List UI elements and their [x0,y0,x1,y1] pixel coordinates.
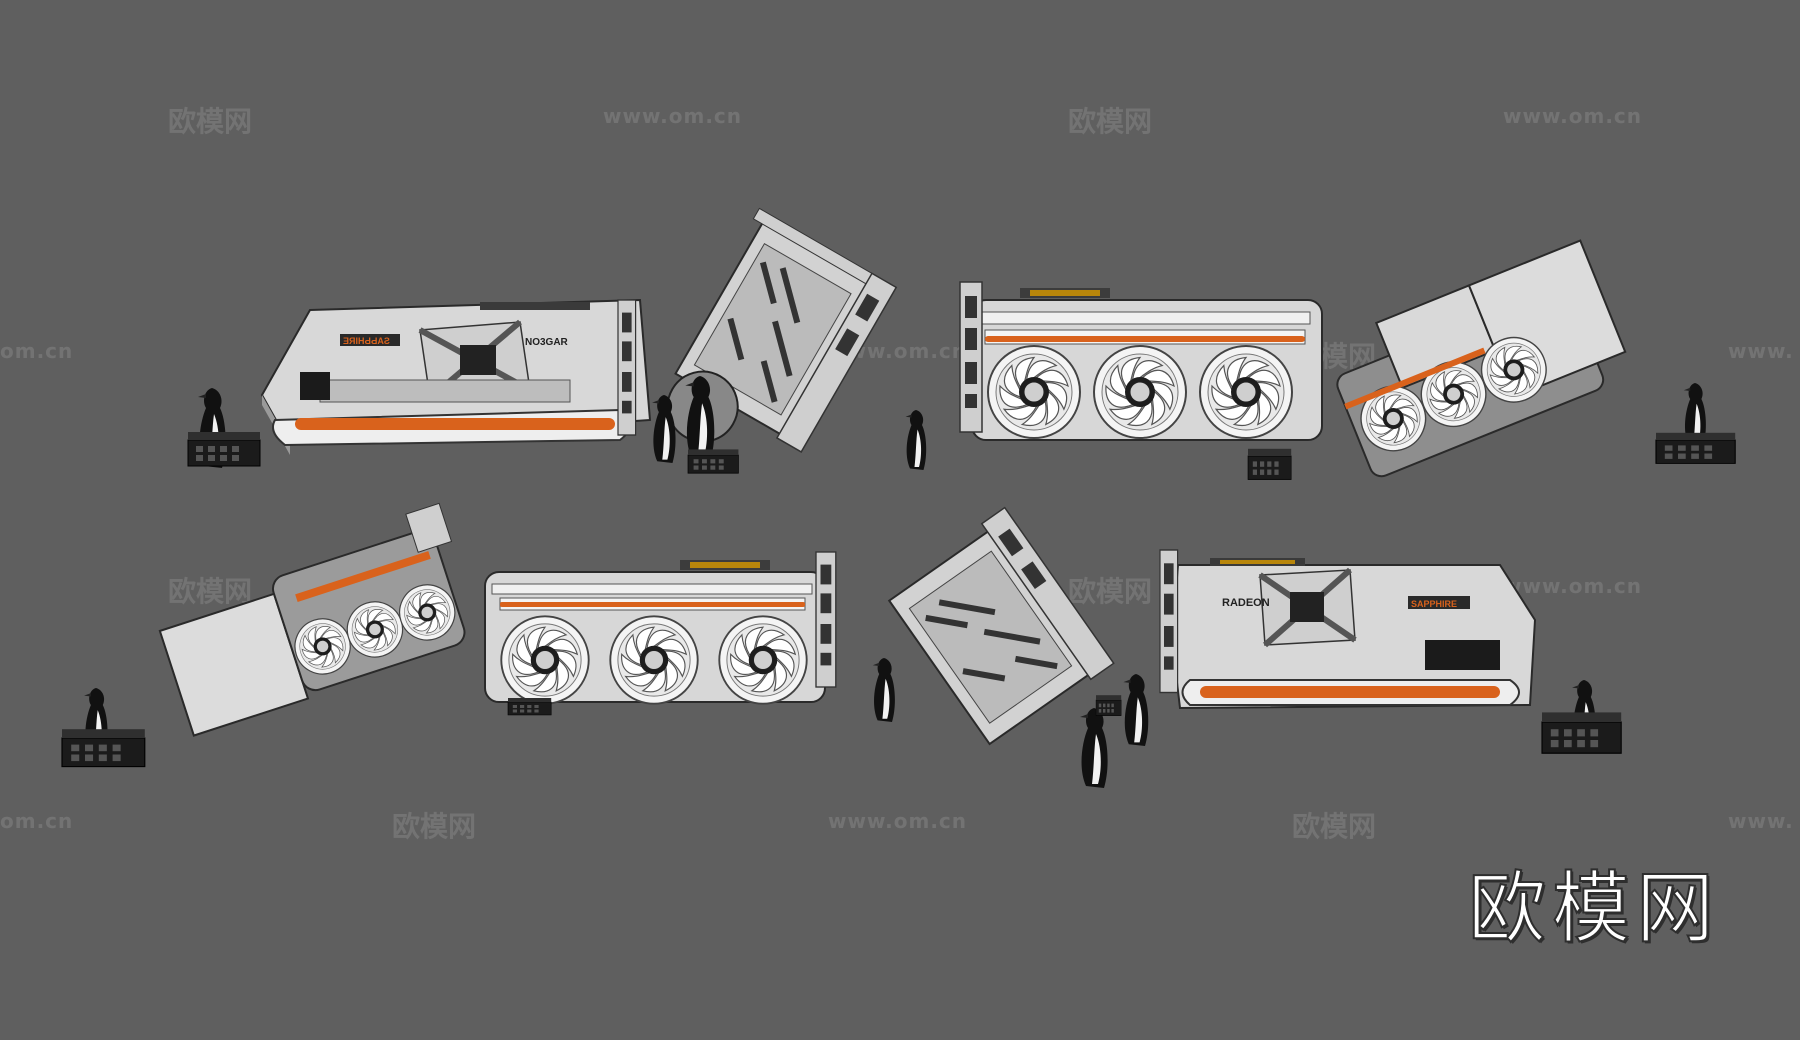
gpu-card-tilted-2 [158,502,466,737]
gpu-core-window [1290,592,1324,622]
fan-icon [609,615,699,705]
power-connector-7 [1095,694,1122,716]
orange-light-strip [985,336,1305,342]
card-label-radeon: RADEON [1222,597,1270,609]
power-connector-8 [1541,711,1622,754]
gpu-card-front-2 [484,551,837,705]
power-connector-1 [187,431,261,467]
card-label-sapphire: SAPPHIRE [1411,599,1457,609]
gpu-card-tilted-1 [1336,239,1627,478]
orange-light-strip [295,418,615,430]
fan-icon [718,615,808,705]
fan-icon [1199,345,1293,439]
gpu-core-window [460,345,496,375]
fan-icon [1093,345,1187,439]
gpu-card-backplate-1: ƎЯIHԀԀAƧ NO3GAR [260,298,652,455]
fan-icon [987,345,1081,439]
power-connector-4 [1655,432,1736,464]
power-connector-6 [507,697,552,716]
card-label-sapphire-mirrored: ƎЯIHԀԀAƧ [343,336,390,346]
penguin-8 [1080,708,1108,788]
power-connector-2 [687,449,739,474]
fan-icon [500,615,590,705]
gpu-card-front-1 [959,281,1323,441]
orange-light-strip [1200,686,1500,698]
gpu-card-endview-1 [666,207,898,453]
brand-logo-text: 欧模网 [1467,863,1721,955]
gpu-card-backplate-2: RADEON SAPPHIRE [1159,549,1537,710]
power-connector-5 [61,728,146,768]
penguin-4 [905,410,927,470]
penguin-9 [1123,674,1149,746]
power-connector-3 [1247,448,1292,480]
penguin-7 [872,658,895,722]
penguin-2 [652,395,676,463]
gpu-card-endview-2 [887,506,1115,746]
card-label-radeon-mirrored: NO3GAR [525,337,569,348]
